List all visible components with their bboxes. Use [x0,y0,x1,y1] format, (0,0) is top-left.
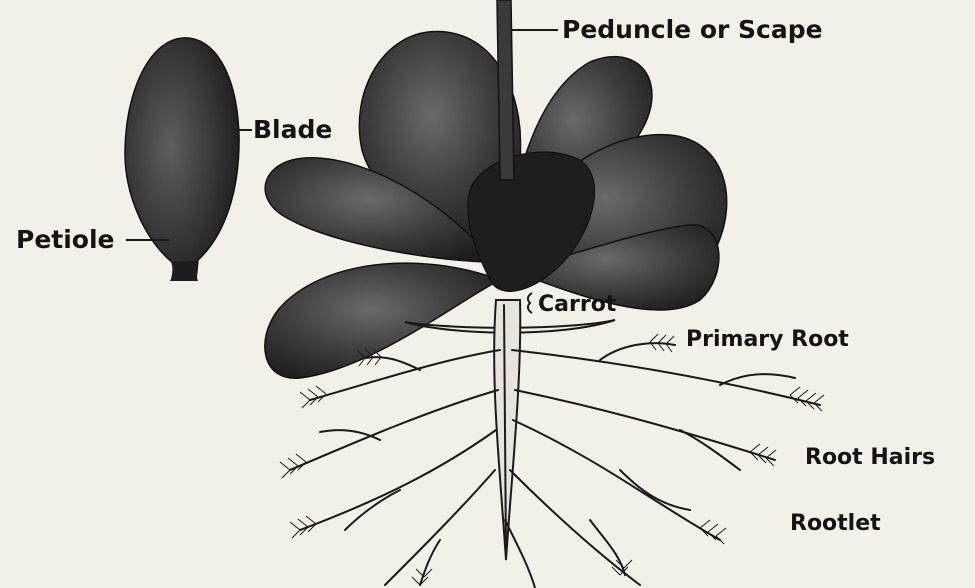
rootlet-branch [600,343,675,360]
label-root-hairs: Root Hairs [805,445,935,470]
rootlet-branch [620,470,690,510]
label-petiole: Petiole [16,225,115,254]
root-hair-tuft [280,454,306,478]
rootlet-branch [680,430,740,470]
rosette-leaf [265,263,500,378]
lateral-root [290,390,498,470]
root-hair-tuft [750,444,776,466]
label-primary-root: Primary Root [686,327,849,352]
detached-leaf [125,38,239,281]
root-hair-tuft [290,516,316,538]
rootlet-branch [345,490,400,530]
carrot-brace [528,293,532,313]
root-hair-tuft [700,520,726,544]
leaf-blade-shape [125,38,239,280]
leaf-petiole-shape [170,260,198,281]
lateral-root [505,520,535,588]
label-peduncle: Peduncle or Scape [562,15,823,44]
peduncle-stalk [497,0,514,180]
lateral-root [513,420,720,540]
lateral-root [515,390,775,460]
root-hairs [280,334,824,585]
rootlet-branch [320,430,380,440]
rootlet-branch [365,357,420,370]
label-blade: Blade [253,115,332,144]
label-rootlet: Rootlet [790,511,881,536]
lateral-root [300,430,496,530]
lateral-root [512,350,820,405]
rootlet-branch [720,374,795,385]
label-carrot: Carrot [538,292,617,317]
lateral-root [510,470,640,585]
primary-root-shape [494,300,520,560]
rootlet-branch [590,520,625,575]
